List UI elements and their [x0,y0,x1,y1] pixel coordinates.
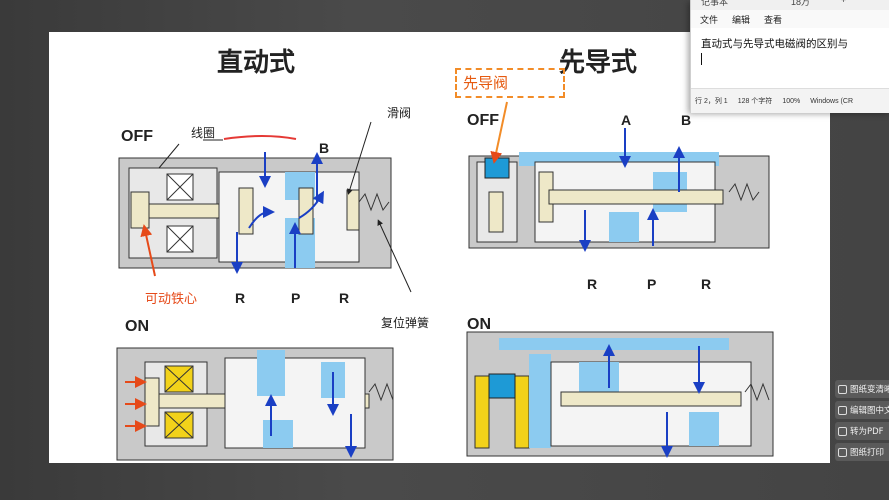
pdf-convert-icon [838,426,847,436]
direct-port-p: P [291,290,301,306]
pilot-on-label: ON [467,316,491,333]
edit-text-label: 编辑图中文 [850,406,889,416]
status-cursor-position: 行 2，列 1 [695,98,728,105]
notepad-window[interactable]: 记事本 18万 + 文件 编辑 查看 直动式与先导式电磁阀的区别与 行 2，列 … [690,0,889,113]
notepad-titlebar[interactable]: 记事本 18万 + [691,0,889,10]
menu-edit[interactable]: 编辑 [732,14,751,25]
new-tab-icon[interactable]: + [841,0,847,5]
pilot-port-b: B [681,112,692,128]
status-line-ending: Windows (CR [810,97,854,105]
text-caret [701,53,702,65]
image-enhance-label: 图纸变清晰 [850,385,889,395]
status-zoom: 100% [782,97,801,105]
pilot-off-label: OFF [467,112,499,129]
direct-port-b: B [319,140,330,156]
valve-diagrams [116,101,774,461]
status-char-count: 128 个字符 [737,98,773,105]
pilot-port-a: A [621,112,632,128]
pilot-valve-on [466,331,774,458]
direct-port-r2: R [339,290,350,306]
pdf-convert-button[interactable]: 转为PDF [835,422,889,440]
direct-on-label: ON [125,318,149,335]
notepad-tab-size: 18万 [791,0,811,7]
direct-port-r1: R [235,290,246,306]
direct-valve-on [116,347,394,461]
pdf-convert-label: 转为PDF [850,427,884,437]
print-button[interactable]: 图纸打印 [835,443,889,461]
pilot-valve-off [468,101,770,252]
direct-off-label: OFF [121,128,153,145]
side-toolbar: 图纸变清晰 编辑图中文 转为PDF 图纸打印 [835,380,889,464]
notepad-menubar: 文件 编辑 查看 [691,10,889,28]
edit-text-button[interactable]: 编辑图中文 [835,401,889,419]
return-spring-label: 复位弹簧 [381,316,430,330]
menu-file[interactable]: 文件 [700,14,719,25]
direct-valve-off [118,152,392,274]
armature-label: 可动铁心 [145,291,198,306]
pilot-port-r1: R [587,276,598,292]
pilot-port-r2: R [701,276,712,292]
print-icon [838,447,847,457]
image-enhance-icon [838,384,847,394]
pilot-operated-title: 先导式 [559,48,638,78]
notepad-statusbar: 行 2，列 1 128 个字符 100% Windows (CR [691,88,889,113]
print-label: 图纸打印 [850,448,885,458]
edit-text-icon [838,405,847,415]
pilot-port-p: P [647,276,657,292]
direct-acting-title: 直动式 [217,48,296,78]
coil-label: 线圈 [191,126,216,140]
notepad-text-area[interactable]: 直动式与先导式电磁阀的区别与 [691,28,889,88]
notepad-tab-title[interactable]: 记事本 [701,0,729,7]
image-enhance-button[interactable]: 图纸变清晰 [835,380,889,398]
menu-view[interactable]: 查看 [764,14,783,25]
pilot-valve-label: 先导阀 [455,68,565,98]
spool-label: 滑阀 [387,106,412,120]
notepad-text-line: 直动式与先导式电磁阀的区别与 [701,38,848,50]
